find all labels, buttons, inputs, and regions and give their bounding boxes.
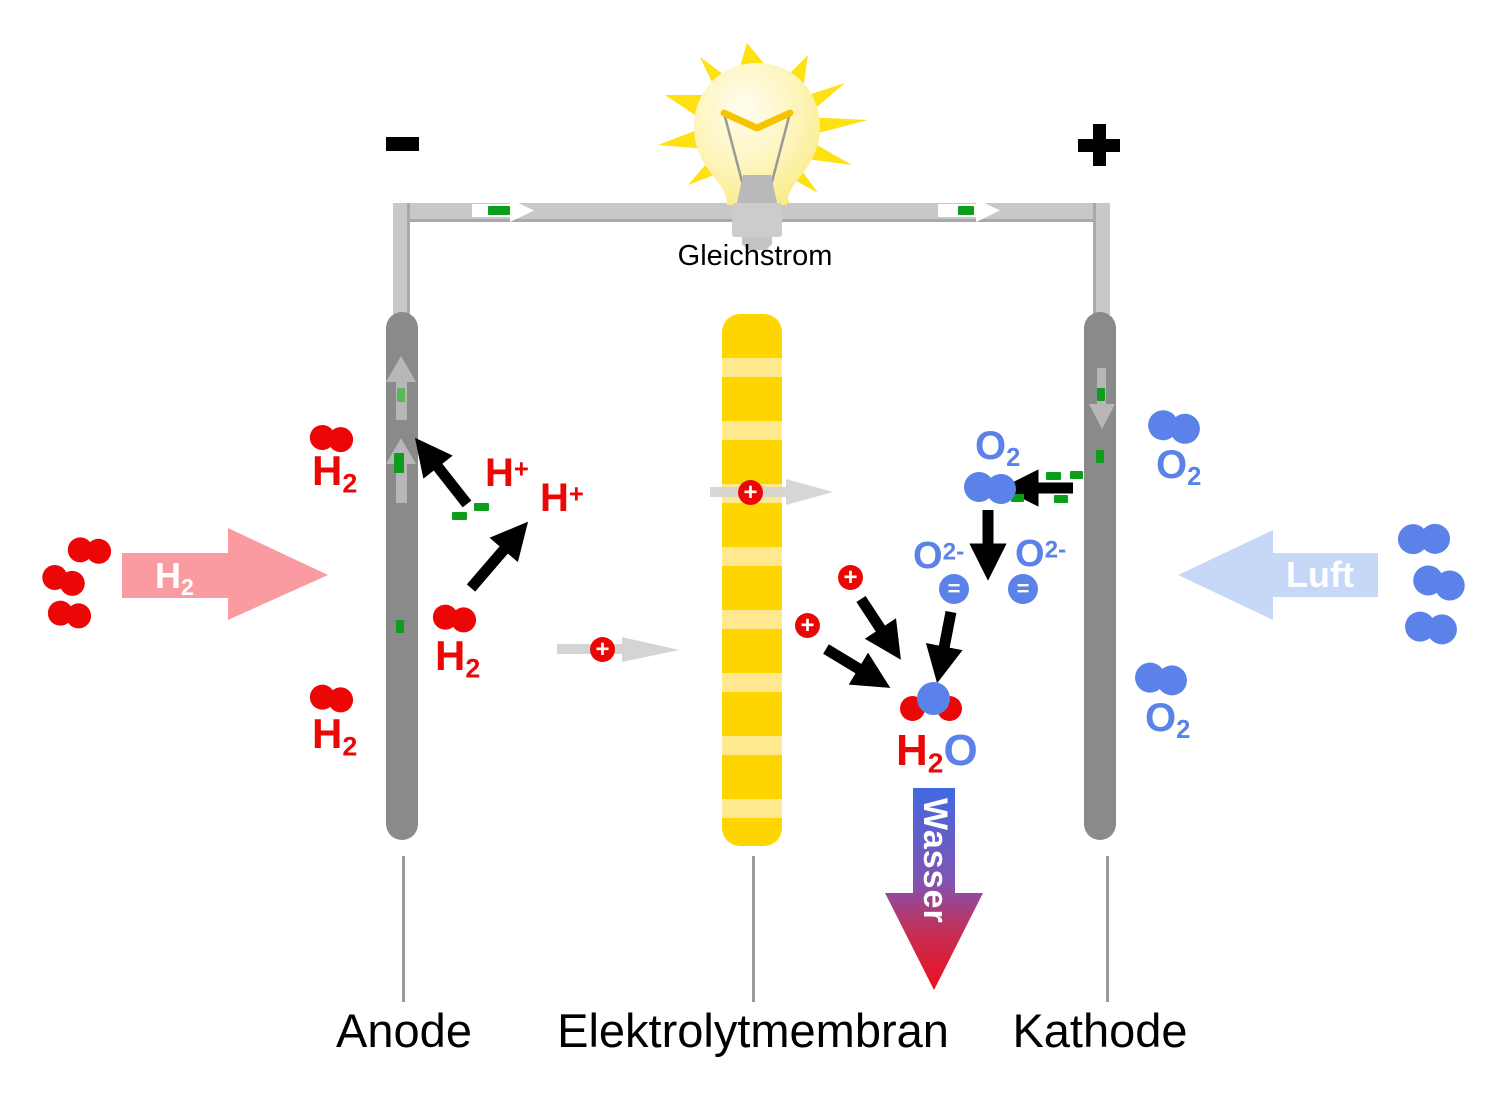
proton-symbol: + (843, 563, 858, 591)
h2-to-proton-arrow (466, 521, 529, 592)
o2-molecule (1411, 563, 1467, 604)
h2-label: H2 (435, 632, 481, 684)
proton-icon: + (795, 613, 820, 638)
o2-label: O2 (1156, 443, 1202, 491)
proton-through-membrane-arrow (710, 479, 833, 505)
electron-icon (474, 503, 489, 511)
circuit-wire-right (1093, 203, 1110, 315)
h2-label: H2 (312, 710, 358, 762)
o2-label: O2 (975, 424, 1021, 472)
h-plus-label: H+ (540, 476, 584, 520)
proton-symbol: + (800, 611, 815, 639)
electron-icon (958, 206, 974, 215)
h-plus-label: H+ (485, 451, 529, 495)
h2-label: H2 (312, 447, 358, 499)
electron-icon (1070, 471, 1083, 479)
anode-label: Anode (336, 1004, 472, 1057)
electron-icon (452, 512, 467, 520)
proton-to-water-arrow (856, 595, 901, 660)
proton-icon: + (838, 565, 863, 590)
bulb-filament (720, 109, 794, 132)
h2-molecule (47, 599, 93, 632)
circuit-wire-left (393, 203, 410, 315)
oxide-label: O2- (913, 535, 965, 577)
o2-molecule (1404, 610, 1458, 646)
oxide-label: O2- (1015, 533, 1067, 575)
electron-icon (1011, 494, 1024, 502)
current-direction-arrow-right (938, 199, 1000, 222)
o2-label: O2 (1145, 696, 1191, 744)
bulb-base (732, 203, 782, 237)
electron-icon (397, 388, 405, 402)
membrane-label: Elektrolytmembran (557, 1004, 949, 1057)
plus-terminal-icon (1078, 124, 1120, 166)
proton-symbol: + (595, 635, 610, 663)
o2-molecule (1396, 519, 1452, 558)
anode-leader-line (402, 856, 405, 1002)
h2-molecule (41, 563, 88, 598)
current-label: Gleichstrom (677, 240, 833, 272)
electron-to-anode-arrow (414, 437, 472, 508)
oxide-to-water-arrow (925, 610, 963, 684)
electron-icon (1097, 388, 1105, 401)
h2-molecule (432, 603, 478, 636)
air-inflow-label: Luft (1286, 554, 1354, 595)
current-direction-arrow-left (472, 199, 534, 222)
electron-icon (488, 206, 510, 215)
bulb-filament-wire (722, 112, 747, 194)
oxide-ion-icon: = (939, 574, 969, 604)
o2-molecule (1134, 661, 1188, 697)
proton-icon: + (590, 637, 615, 662)
hydrogen-inflow-label: H2 (155, 555, 194, 600)
electron-icon (1054, 495, 1068, 503)
oxide-ion-icon: = (1008, 574, 1038, 604)
proton-path-arrow (557, 637, 679, 662)
kathode-label: Kathode (1012, 1004, 1188, 1057)
h2o-label: H2O (896, 726, 978, 779)
electron-icon (1096, 450, 1104, 463)
h2-molecule (66, 533, 114, 569)
electron-icon (1046, 472, 1061, 480)
proton-symbol: + (743, 478, 758, 506)
bulb-glass (694, 63, 820, 205)
proton-icon: + (738, 480, 763, 505)
electrolyte-membrane-bar (722, 314, 782, 846)
bulb-stem (736, 175, 778, 207)
minus-terminal-icon (386, 137, 419, 151)
kathode-leader-line (1106, 856, 1109, 1002)
bulb-base-tip (742, 237, 772, 250)
oxide-symbol: = (1016, 576, 1030, 601)
bulb-filament-wire (767, 112, 792, 194)
o-atom (917, 682, 950, 715)
electron-icon (394, 453, 404, 473)
water-outflow-label: Wasser (916, 798, 954, 924)
o2-molecule (1147, 408, 1201, 446)
membrane-leader-line (752, 856, 755, 1002)
light-bulb-icon (658, 43, 868, 250)
oxide-symbol: = (947, 576, 961, 601)
electron-icon (396, 620, 404, 633)
proton-to-water-arrow (823, 644, 891, 688)
o2-molecule (964, 471, 1016, 505)
